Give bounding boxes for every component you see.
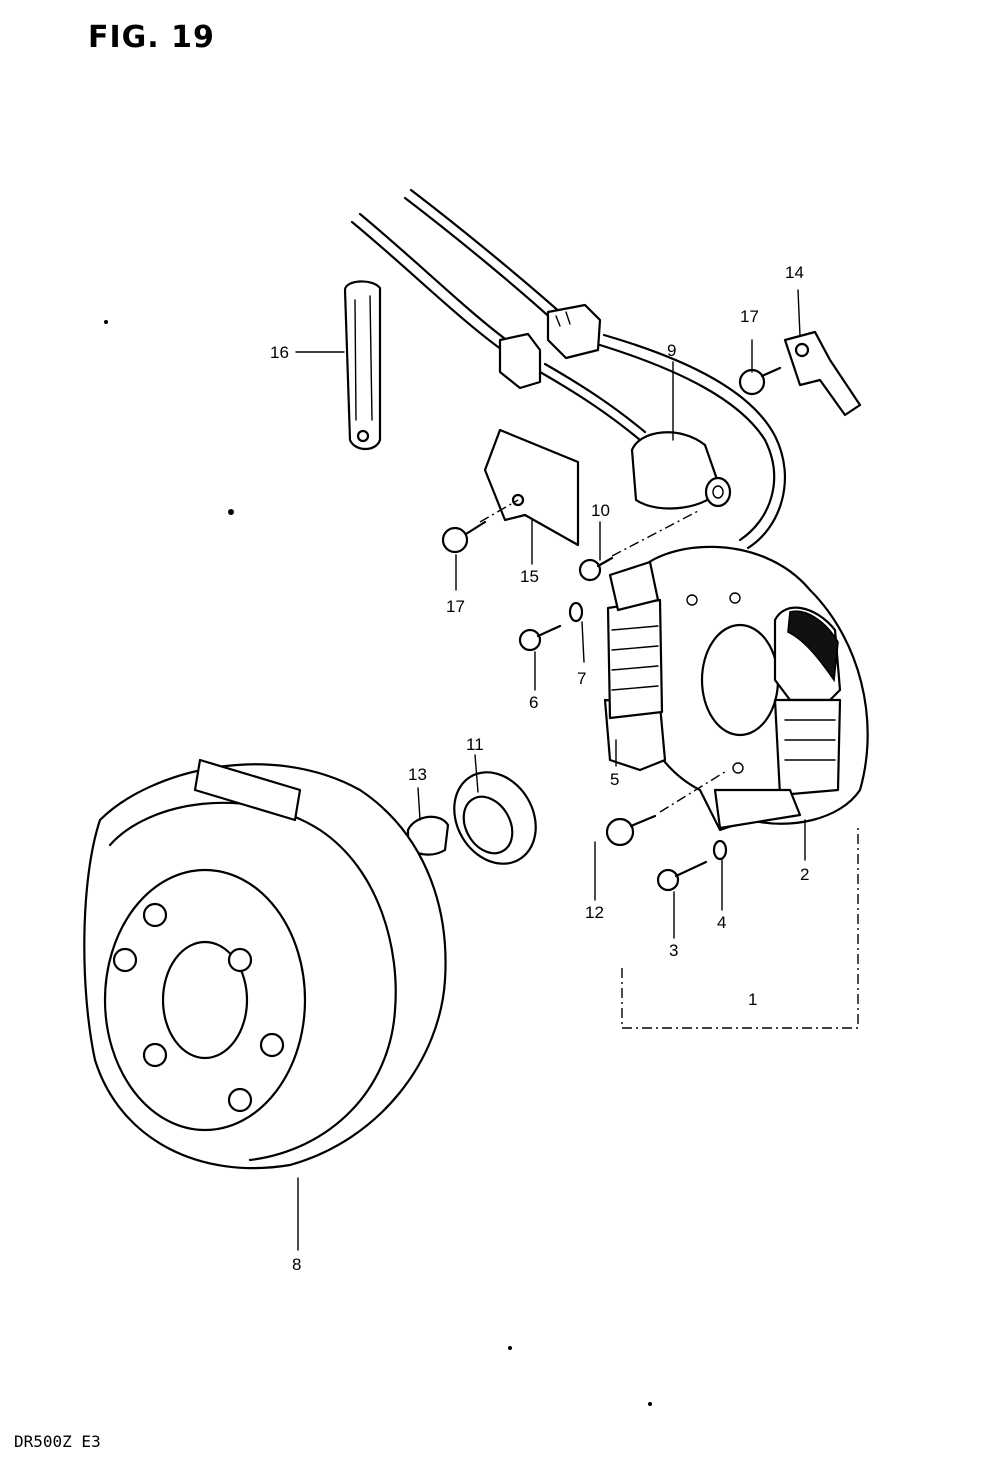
callout-12: 12 <box>585 903 604 922</box>
callout-8: 8 <box>292 1255 301 1274</box>
callout-11: 11 <box>466 735 484 754</box>
part-16-wire-clamp <box>343 280 382 451</box>
screws-and-washers <box>441 366 782 892</box>
scan-specks <box>104 320 652 1406</box>
callout-17-lower: 17 <box>446 597 465 616</box>
leader-lines <box>295 289 859 1251</box>
callout-13: 13 <box>408 765 427 784</box>
part-11-nut <box>453 771 537 865</box>
part-15-cover-plate <box>483 428 580 547</box>
callout-10: 10 <box>591 501 610 520</box>
callout-17-upper: 17 <box>740 307 759 326</box>
model-code-label: DR500Z E3 <box>14 1432 101 1451</box>
callout-labels: 1 2 3 4 5 6 7 8 9 10 11 12 13 14 15 16 1… <box>270 263 809 1274</box>
callout-2: 2 <box>800 865 809 884</box>
part-8-flywheel-rotor <box>83 758 447 1170</box>
callout-4: 4 <box>717 913 726 932</box>
part-9-pickup-coil <box>630 431 732 510</box>
figure-title: FIG. 19 <box>88 20 215 55</box>
callout-3: 3 <box>669 941 678 960</box>
callout-14: 14 <box>785 263 804 282</box>
callout-1: 1 <box>748 990 757 1009</box>
callout-5: 5 <box>610 770 619 789</box>
part-2-stator-plate <box>603 545 869 832</box>
callout-16: 16 <box>270 343 289 362</box>
callout-9: 9 <box>667 341 676 360</box>
callout-6: 6 <box>529 693 538 712</box>
part-14-bracket <box>783 330 862 417</box>
wire-harness <box>350 188 786 550</box>
callout-15: 15 <box>520 567 539 586</box>
callout-7: 7 <box>577 669 586 688</box>
